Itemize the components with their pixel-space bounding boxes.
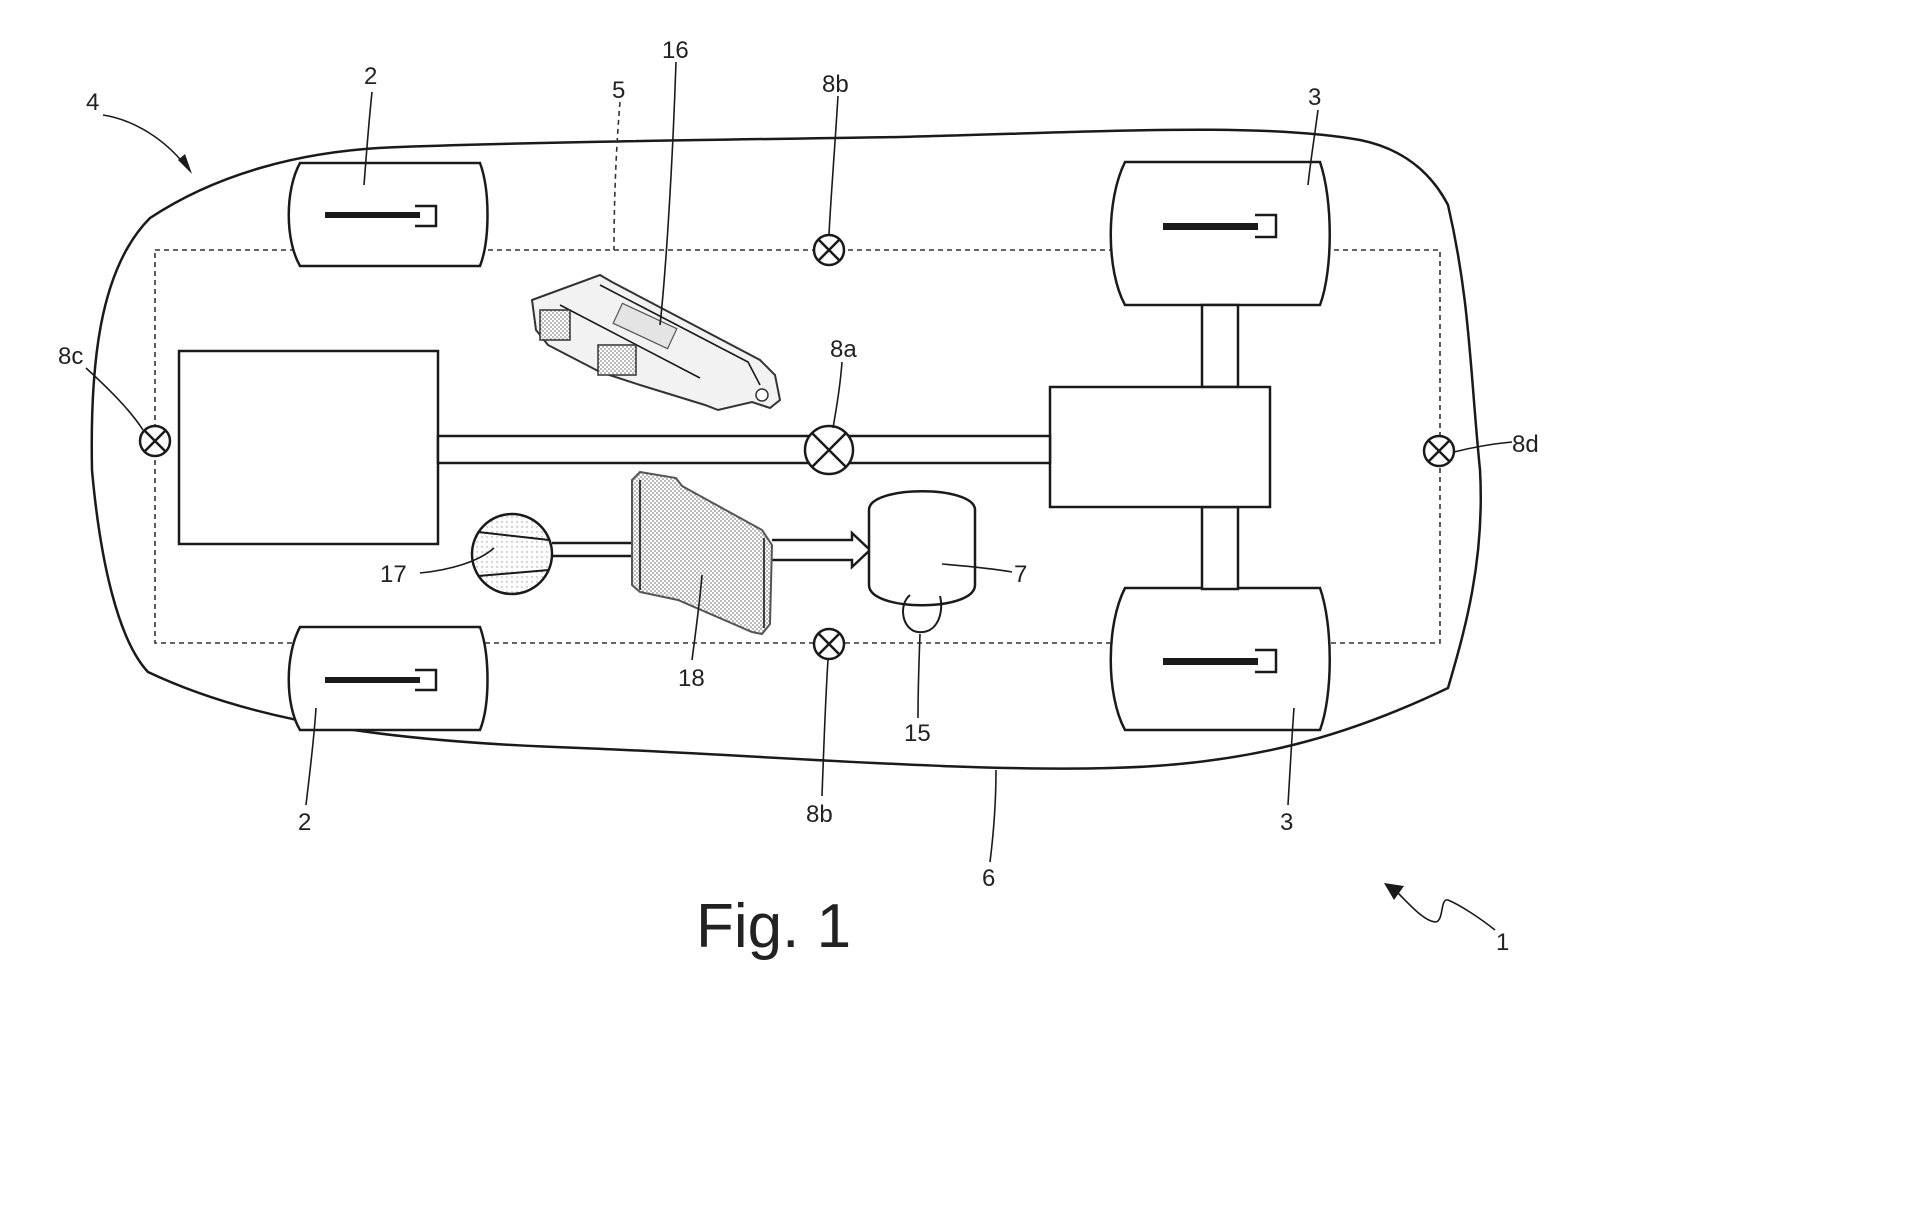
- leader-1: [1397, 892, 1496, 931]
- ref-15: 15: [904, 720, 931, 747]
- sensor-8b-top-icon: [812, 233, 846, 267]
- sensor-8d-icon: [1422, 434, 1456, 468]
- ref-17: 17: [380, 561, 407, 588]
- ref-8b-bottom: 8b: [806, 801, 833, 828]
- arrowhead-1: [1384, 883, 1404, 900]
- ref-16: 16: [662, 37, 689, 64]
- leader-8c: [85, 367, 144, 431]
- rear-drive-unit: [1048, 385, 1272, 509]
- ref-1: 1: [1496, 929, 1509, 956]
- leader-16: [659, 61, 677, 326]
- leader-6: [989, 769, 997, 863]
- leader-5: [613, 101, 621, 251]
- ref-5: 5: [612, 77, 625, 104]
- leader-8b-top: [828, 95, 839, 236]
- control-unit-icon: [530, 273, 782, 412]
- figure-caption: Fig. 1: [696, 892, 851, 961]
- ref-8c: 8c: [58, 343, 83, 370]
- ref-8d: 8d: [1512, 431, 1539, 458]
- leader-3-bottom: [1287, 707, 1295, 806]
- leader-4: [102, 114, 186, 166]
- leader-18: [691, 574, 703, 661]
- ref-8a: 8a: [830, 336, 857, 363]
- leader-7: [941, 563, 1013, 573]
- rear-axle-lower: [1200, 505, 1240, 591]
- leader-17: [419, 547, 495, 574]
- leader-8a: [832, 361, 843, 429]
- rear-wheel-bottom: [1109, 586, 1331, 732]
- radiator-icon: [631, 470, 774, 636]
- sensor-8c-icon: [138, 424, 172, 458]
- flow-line-pump-radiator: [552, 541, 632, 558]
- front-wheel-bottom: [287, 625, 489, 732]
- leader-8b-bottom: [821, 659, 829, 797]
- leader-8d: [1453, 441, 1513, 453]
- leader-2-bottom: [305, 707, 317, 806]
- ref-4: 4: [86, 89, 99, 116]
- ref-2-bottom: 2: [298, 809, 311, 836]
- leader-15: [917, 633, 921, 719]
- rear-wheel-top: [1109, 160, 1331, 307]
- ref-8b-top: 8b: [822, 71, 849, 98]
- ref-6: 6: [982, 865, 995, 892]
- arrowhead-4: [178, 154, 192, 174]
- ref-7: 7: [1014, 561, 1027, 588]
- ref-3-bottom: 3: [1280, 809, 1293, 836]
- ref-18: 18: [678, 665, 705, 692]
- sensor-8a-icon: [803, 424, 855, 476]
- pump-icon: [470, 512, 554, 596]
- ref-3-top: 3: [1308, 84, 1321, 111]
- drive-shaft: [436, 434, 1052, 465]
- sensor-8b-bottom-icon: [812, 627, 846, 661]
- rear-axle-upper: [1200, 303, 1240, 389]
- patent-figure: 4 2 5 16 8b 3 8c 8a 8d 17 7 18 15 2 8b 3…: [58, 37, 1539, 961]
- front-wheel-top: [287, 161, 489, 268]
- ref-2-top: 2: [364, 63, 377, 90]
- leader-3-top: [1307, 109, 1319, 186]
- leader-2-top: [363, 91, 373, 186]
- front-unit: [177, 349, 440, 546]
- tank-icon: [867, 490, 977, 634]
- vehicle-body-outline: [90, 128, 1482, 770]
- flow-arrow-radiator-tank: [772, 530, 872, 570]
